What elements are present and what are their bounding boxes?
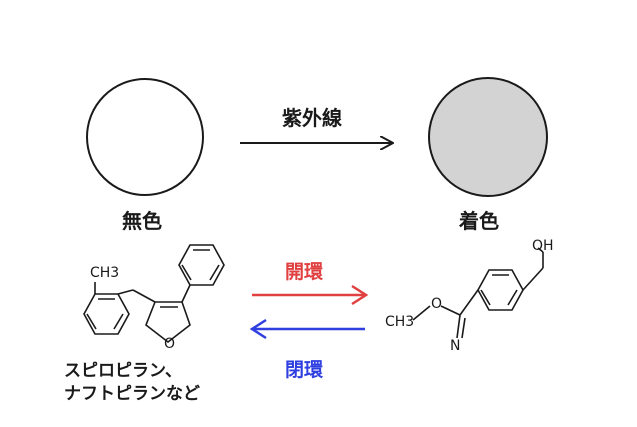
ring-open-label: 開環 <box>285 261 324 283</box>
right-molecule <box>412 247 544 339</box>
ring-close-label: 閉環 <box>285 359 324 381</box>
ester-oxygen-label: O <box>431 296 443 312</box>
uv-label: 紫外線 <box>282 106 342 130</box>
left-molecule <box>83 244 225 344</box>
imine-nitrogen-label: N <box>450 338 461 354</box>
ring-close-arrow <box>249 318 365 340</box>
compound-caption-line1: スピロピラン、 <box>64 361 182 381</box>
furan-oxygen-label: O <box>164 336 176 352</box>
hydroxyl-label: OH <box>532 238 554 254</box>
colorless-label: 無色 <box>122 209 162 233</box>
colored-circle <box>428 77 548 197</box>
ring-open-arrow <box>252 284 369 306</box>
compound-caption-line2: ナフトピランなど <box>64 384 200 404</box>
methoxy-label: CH3 <box>385 314 415 330</box>
colored-label: 着色 <box>459 209 499 233</box>
colorless-circle <box>86 78 204 196</box>
compound-caption: スピロピラン、 ナフトピランなど <box>64 360 200 406</box>
methyl-label: CH3 <box>90 265 120 281</box>
